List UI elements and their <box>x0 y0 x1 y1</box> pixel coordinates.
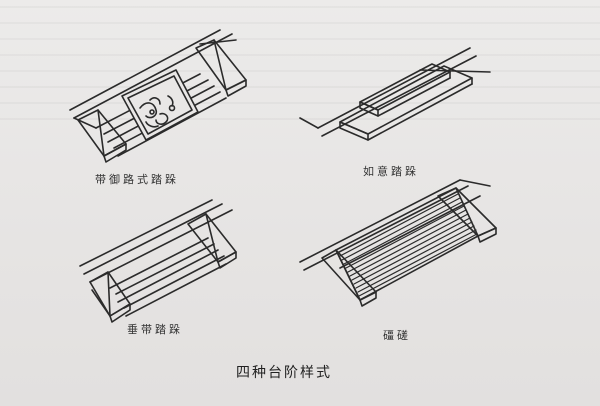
caption-cachi: 礓磋 <box>383 329 411 342</box>
panel-cachi-drawing <box>299 179 497 307</box>
caption-ruyi: 如意踏跺 <box>363 165 419 178</box>
caption-yulu: 带御路式踏跺 <box>95 173 179 186</box>
panel-chuidai-drawing <box>79 199 237 323</box>
caption-chuidai: 垂带踏跺 <box>127 323 183 336</box>
panel-yulu-drawing <box>69 29 247 163</box>
figure-title: 四种台阶样式 <box>236 365 332 381</box>
panel-ruyi-drawing <box>299 47 491 141</box>
